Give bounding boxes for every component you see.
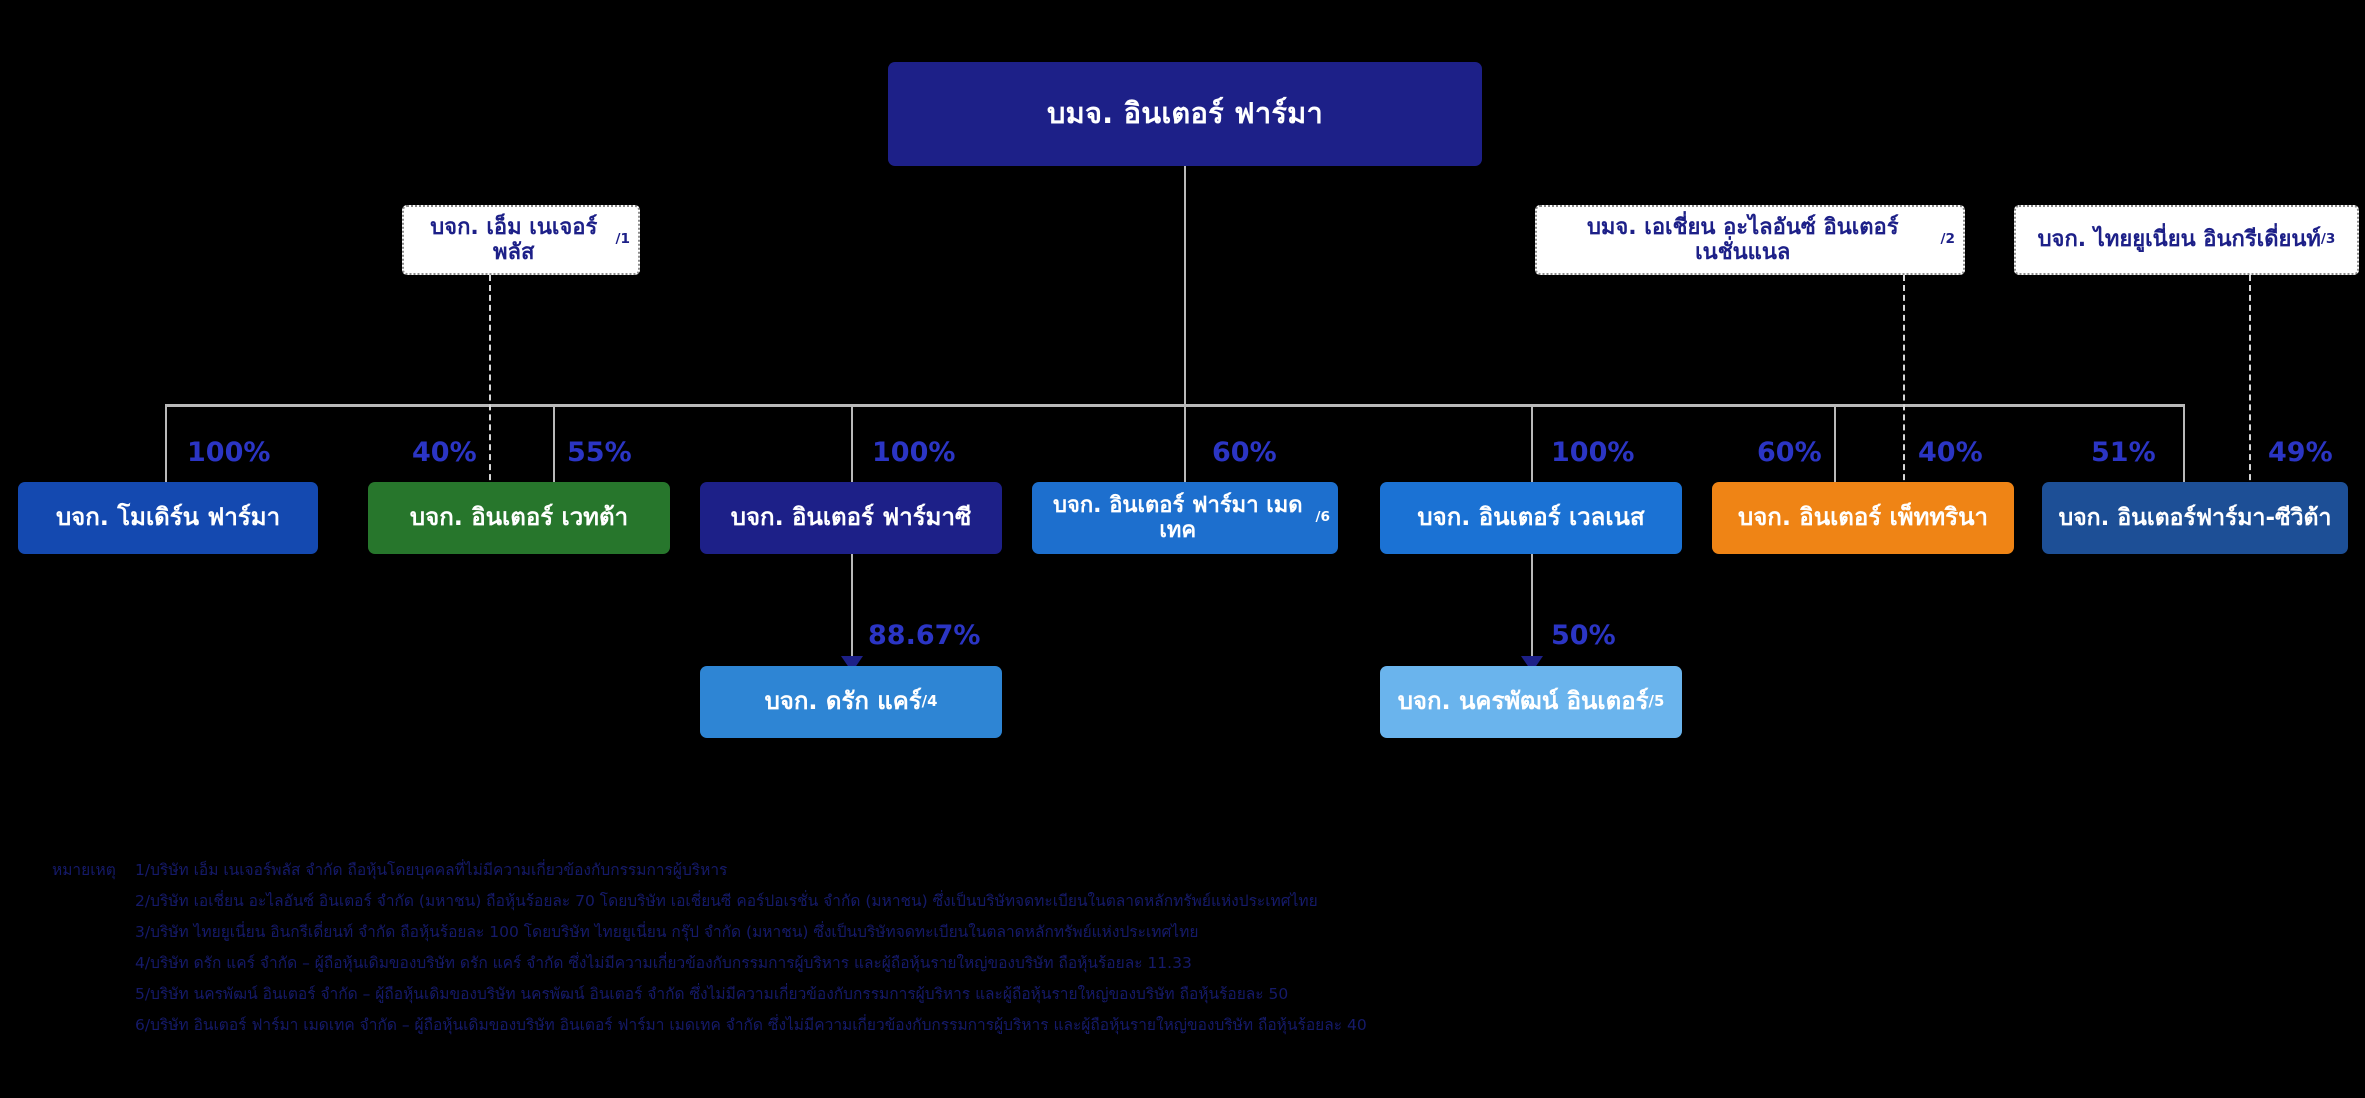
pct-vetta-from-parent: 55% (567, 437, 632, 468)
node-subsidiary-inter-pharma-civita[interactable]: บจก. อินเตอร์ฟาร์มา-ซีวิต้า (2042, 482, 2348, 554)
pct-petrina-from-asian: 40% (1918, 437, 1983, 468)
node-shareholder-thai-union-ingredient[interactable]: บจก. ไทยยูเนี่ยน อินกรีเดี่ยนท์/3 (2014, 205, 2359, 275)
note-item-3: 3/บริษัท ไทยยูเนี่ยน อินกรีเดี่ยนท์ จำกั… (135, 923, 1199, 941)
footnote-ref-3: /3 (2320, 231, 2336, 248)
footnote-ref-2: /2 (1940, 231, 1955, 248)
notes-heading: หมายเหตุ (52, 861, 116, 879)
connector-drop-inter-vetta (553, 404, 555, 500)
node-subsidiary-inter-wellness-label: บจก. อินเตอร์ เวลเนส (1417, 503, 1645, 532)
node-subsidiary-inter-pharma-medtech[interactable]: บจก. อินเตอร์ ฟาร์มา เมดเทค/6 (1032, 482, 1338, 554)
node-subsidiary-inter-petrina-label: บจก. อินเตอร์ เพ็ททรินา (1737, 503, 1988, 532)
node-subsidiary-civita-label: บจก. อินเตอร์ฟาร์มา-ซีวิต้า (2058, 504, 2332, 531)
node-subsidiary-modern-pharma[interactable]: บจก. โมเดิร์น ฟาร์มา (18, 482, 318, 554)
connector-dotted-thaiunion-to-civita (2249, 275, 2251, 500)
note-item-1: 1/บริษัท เอ็ม เนเจอร์พลัส จำกัด ถือหุ้นโ… (135, 861, 728, 879)
node-subsidiary-inter-pharmacy[interactable]: บจก. อินเตอร์ ฟาร์มาซี (700, 482, 1002, 554)
node-subsidiary-inter-vetta-label: บจก. อินเตอร์ เวทต้า (409, 503, 629, 532)
node-subsidiary-inter-petrina[interactable]: บจก. อินเตอร์ เพ็ททรินา (1712, 482, 2014, 554)
pct-inter-medtech: 60% (1212, 437, 1277, 468)
node-root-inter-pharma[interactable]: บมจ. อินเตอร์ ฟาร์มา (888, 62, 1482, 166)
node-shareholder-asian-alliance[interactable]: บมจ. เอเชี่ยน อะไลอันซ์ อินเตอร์เนชั่นแน… (1535, 205, 1965, 275)
pct-nakorn-pattana: 50% (1551, 620, 1616, 651)
pct-petrina-from-parent: 60% (1757, 437, 1822, 468)
connector-wellness-to-nakornpattana (1531, 554, 1533, 664)
footnote-ref-1: /1 (615, 231, 630, 248)
node-subsidiary-inter-wellness[interactable]: บจก. อินเตอร์ เวลเนส (1380, 482, 1682, 554)
node-subsidiary-drug-care-label: บจก. ดรัก แคร์ (764, 687, 922, 716)
connector-drop-inter-civita (2183, 404, 2185, 500)
footnote-ref-5: /5 (1648, 692, 1665, 711)
node-subsidiary-modern-pharma-label: บจก. โมเดิร์น ฟาร์มา (55, 503, 281, 532)
connector-drop-modern-pharma (165, 404, 167, 500)
connector-drop-inter-pharmacy (851, 404, 853, 500)
note-item-4: 4/บริษัท ดรัก แคร์ จำกัด – ผู้ถือหุ้นเดิ… (135, 954, 1192, 972)
connector-drop-inter-medtech (1184, 404, 1186, 500)
node-shareholder-thai-union-label: บจก. ไทยยูเนี่ยน อินกรีเดี่ยนท์ (2037, 227, 2321, 253)
node-subsidiary-nakorn-pattana-label: บจก. นครพัฒน์ อินเตอร์ (1397, 687, 1649, 716)
node-subsidiary-medtech-label: บจก. อินเตอร์ ฟาร์มา เมดเทค (1053, 492, 1303, 543)
node-shareholder-m-nature-plus-label: บจก. เอ็ม เนเจอร์พลัส (430, 214, 598, 265)
connector-dotted-m-nature-to-vetta (489, 275, 491, 500)
connector-drop-inter-petrina (1834, 404, 1836, 500)
footnote-ref-4: /4 (921, 692, 938, 711)
node-subsidiary-nakorn-pattana-inter[interactable]: บจก. นครพัฒน์ อินเตอร์/5 (1380, 666, 1682, 738)
pct-civita-from-thaiunion: 49% (2268, 437, 2333, 468)
pct-vetta-from-mnature: 40% (412, 437, 477, 468)
node-subsidiary-inter-vetta[interactable]: บจก. อินเตอร์ เวทต้า (368, 482, 670, 554)
connector-dotted-asian-to-petrina (1903, 275, 1905, 500)
pct-inter-pharmacy: 100% (872, 437, 956, 468)
pct-drug-care: 88.67% (868, 620, 981, 651)
pct-civita-from-parent: 51% (2091, 437, 2156, 468)
connector-drop-inter-wellness (1531, 404, 1533, 500)
connector-distribution-bus (165, 404, 2183, 407)
pct-inter-wellness: 100% (1551, 437, 1635, 468)
node-subsidiary-drug-care[interactable]: บจก. ดรัก แคร์/4 (700, 666, 1002, 738)
node-shareholder-m-nature-plus[interactable]: บจก. เอ็ม เนเจอร์พลัส/1 (402, 205, 640, 275)
connector-pharmacy-to-drugcare (851, 554, 853, 664)
node-subsidiary-inter-pharmacy-label: บจก. อินเตอร์ ฟาร์มาซี (730, 503, 972, 532)
pct-modern-pharma: 100% (187, 437, 271, 468)
node-root-label: บมจ. อินเตอร์ ฟาร์มา (1047, 96, 1323, 131)
note-item-6: 6/บริษัท อินเตอร์ ฟาร์มา เมดเทค จำกัด – … (135, 1016, 1367, 1034)
footnote-ref-6: /6 (1315, 509, 1330, 526)
connector-root-stem (1184, 166, 1186, 506)
note-item-5: 5/บริษัท นครพัฒน์ อินเตอร์ จำกัด – ผู้ถื… (135, 985, 1289, 1003)
node-shareholder-asian-alliance-label: บมจ. เอเชี่ยน อะไลอันซ์ อินเตอร์เนชั่นแน… (1586, 214, 1899, 265)
note-item-2: 2/บริษัท เอเชี่ยน อะไลอันซ์ อินเตอร์ จำก… (135, 892, 1318, 910)
